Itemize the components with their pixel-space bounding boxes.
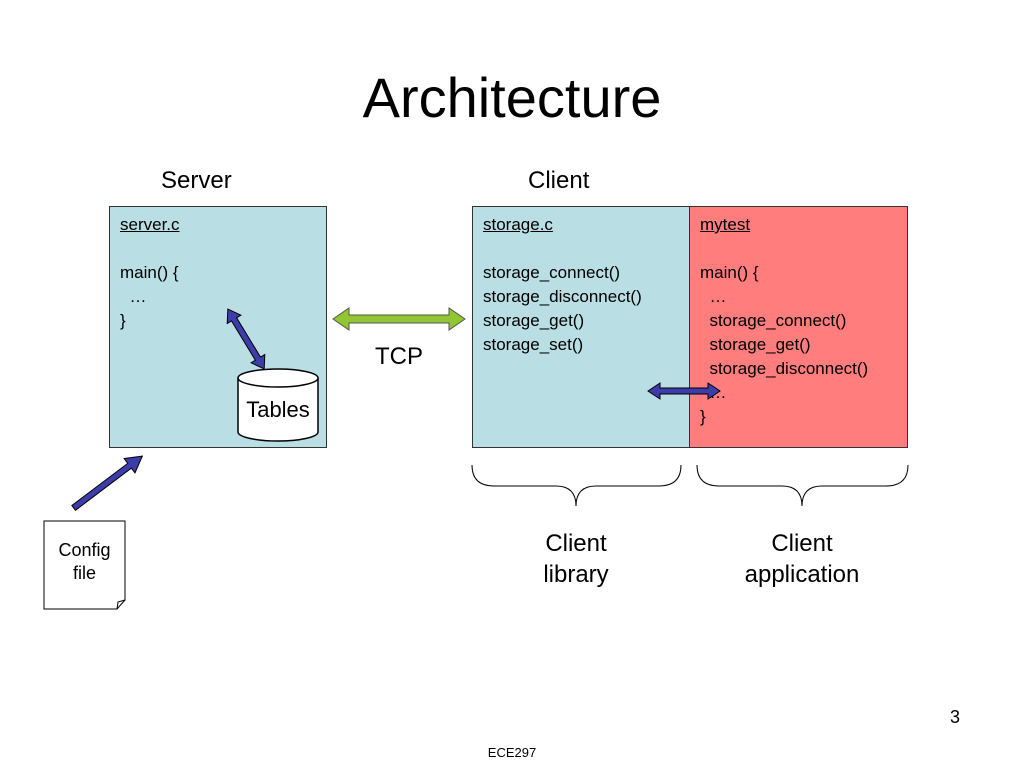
- config-arrow: [71, 455, 144, 511]
- client-internal-double-arrow: [647, 382, 721, 400]
- library-caption-line1: Client: [545, 530, 607, 557]
- library-brace: [471, 464, 682, 507]
- config-file-page-icon: [43, 520, 126, 610]
- application-caption-line1: Client: [771, 530, 833, 557]
- slide-footer: ECE297: [487, 745, 537, 760]
- server-filename: server.c: [120, 215, 180, 234]
- library-caption-line2: library: [543, 561, 609, 588]
- application-caption-line2: application: [744, 561, 860, 588]
- server-code-line: }: [120, 311, 126, 330]
- tables-label: Tables: [246, 397, 310, 422]
- slide-title: Architecture: [362, 66, 662, 129]
- client-application-box: mytest main() { … storage_connect() stor…: [689, 206, 908, 448]
- page-number: 3: [949, 707, 960, 727]
- library-code-line: storage_get(): [483, 311, 585, 330]
- application-code-line: …: [700, 287, 727, 306]
- library-code-line: storage_connect(): [483, 263, 621, 282]
- config-file-label-line1: Config: [58, 540, 111, 560]
- tcp-double-arrow: [332, 307, 466, 331]
- application-code-line: storage_connect(): [700, 311, 847, 330]
- library-code-line: storage_disconnect(): [483, 287, 642, 306]
- application-filename: mytest: [700, 215, 751, 234]
- database-cylinder-icon: [237, 368, 319, 442]
- server-heading: Server: [161, 167, 232, 194]
- application-code-line: }: [700, 407, 706, 426]
- server-code-line: …: [120, 287, 147, 306]
- client-library-box: storage.c storage_connect() storage_disc…: [472, 206, 690, 448]
- tcp-label: TCP: [375, 343, 423, 370]
- server-code-line: main() {: [120, 263, 179, 282]
- application-code-line: storage_disconnect(): [700, 359, 869, 378]
- application-brace: [696, 464, 909, 507]
- client-heading: Client: [528, 167, 590, 194]
- server-internal-double-arrow: [226, 308, 266, 370]
- application-code-line: main() {: [700, 263, 759, 282]
- application-code-line: storage_get(): [700, 335, 811, 354]
- library-filename: storage.c: [483, 215, 553, 234]
- config-file-label-line2: file: [72, 563, 96, 583]
- library-code-line: storage_set(): [483, 335, 584, 354]
